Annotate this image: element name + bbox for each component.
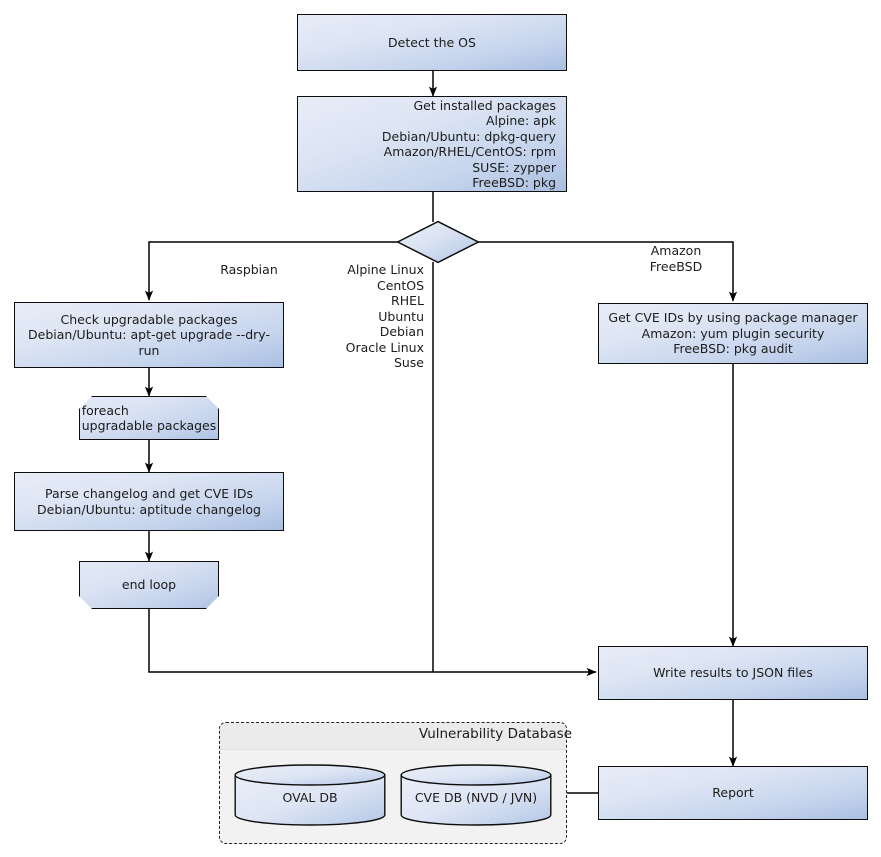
node-report-label: Report <box>712 785 754 801</box>
node-detect-os-label: Detect the OS <box>388 34 476 50</box>
node-detect-os[interactable]: Detect the OS <box>297 14 567 71</box>
node-end-loop-label: end loop <box>121 577 177 593</box>
database-oval-db[interactable]: OVAL DB <box>234 764 386 826</box>
node-end-loop[interactable]: end loop <box>79 561 219 609</box>
vulnerability-database-group: Vulnerability Database OVAL DB <box>219 722 572 844</box>
vulnerability-database-header <box>220 723 566 750</box>
edge-label-raspbian: Raspbian <box>220 262 278 277</box>
vulnerability-database-title: Vulnerability Database <box>418 726 572 742</box>
edge-endloop-to-write <box>148 609 597 677</box>
node-report[interactable]: Report <box>598 766 868 820</box>
node-os-decision[interactable] <box>395 220 481 264</box>
node-write-results[interactable]: Write results to JSON files <box>598 646 868 700</box>
database-cve-db[interactable]: CVE DB (NVD / JVN) <box>400 764 552 826</box>
node-write-results-label: Write results to JSON files <box>653 665 813 681</box>
